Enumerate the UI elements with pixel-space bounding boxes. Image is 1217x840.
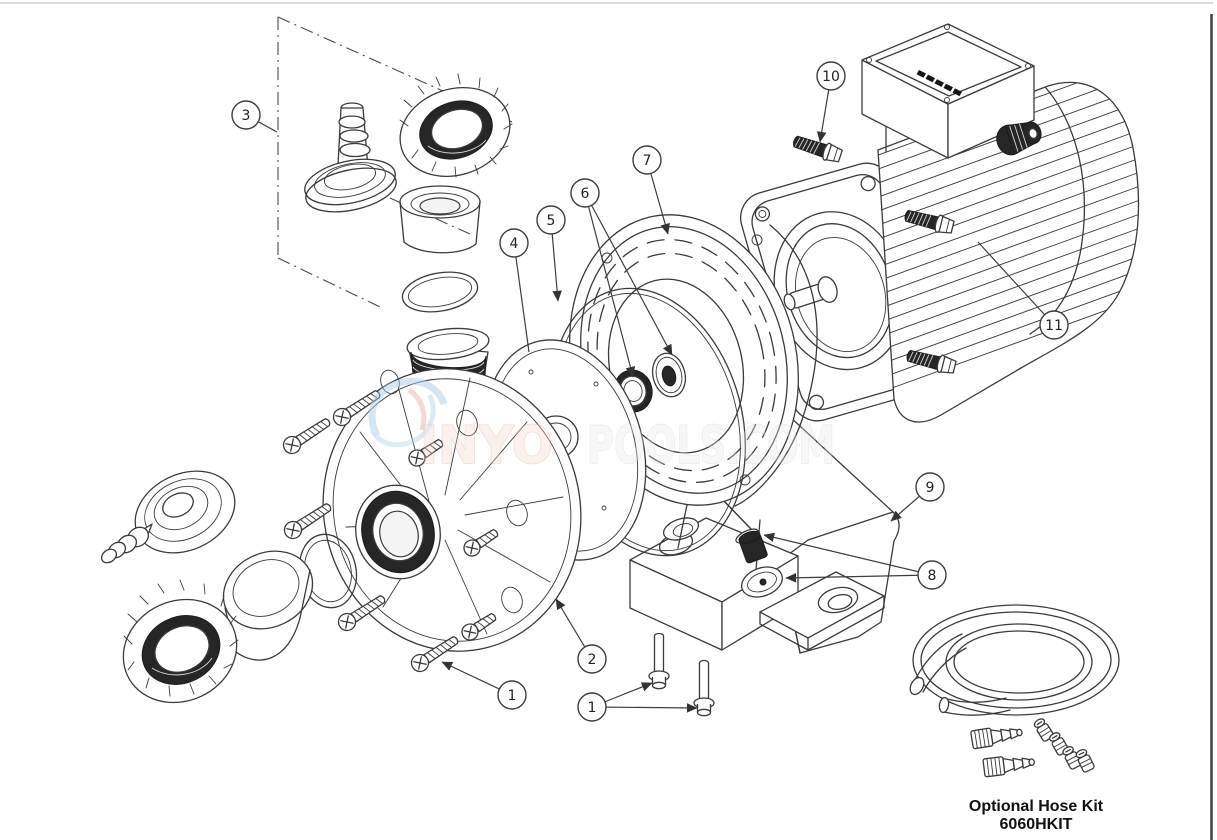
watermark-text-red: INYO: [420, 416, 553, 476]
optional-hose-kit: Optional Hose Kit 6060HKIT: [909, 604, 1120, 833]
watermark-text-gray: POOLS.COM: [587, 416, 835, 476]
hose-barb-fitting: [982, 752, 1036, 778]
callout-leader-8: [763, 532, 933, 576]
callout-9: 9: [915, 472, 945, 502]
motor-body: [877, 81, 1140, 423]
hose-barb-fitting: [969, 722, 1025, 750]
callout-leader-8: [785, 572, 933, 583]
svg-text:2: 2: [588, 652, 597, 668]
callout-6: 6: [570, 178, 600, 208]
callout-leader-1: [591, 703, 698, 713]
svg-text:11: 11: [1045, 318, 1063, 334]
flange-bolt: [790, 131, 844, 166]
svg-text:7: 7: [643, 153, 652, 169]
callout-10: 10: [816, 61, 846, 91]
svg-text:8: 8: [928, 568, 937, 584]
motor-shaft: [783, 276, 838, 311]
callout-7: 7: [632, 145, 662, 175]
callout-8: 8: [917, 560, 947, 590]
hose-adapter-kit: [277, 16, 513, 313]
housing-screw: [279, 413, 335, 458]
callout-11: 11: [1039, 310, 1069, 340]
svg-text:9: 9: [926, 480, 935, 496]
svg-text:5: 5: [547, 213, 556, 229]
callout-5: 5: [536, 205, 566, 235]
pump-housing: [322, 327, 582, 652]
terminal-marks: [916, 70, 962, 97]
conduit-fitting: [996, 121, 1042, 156]
motor-cooling-fins: [878, 82, 1139, 397]
hose-kit-title: Optional Hose Kit: [969, 798, 1104, 815]
motor-junction-box: [861, 23, 1035, 159]
watermark: INYO POOLS.COM: [368, 377, 836, 477]
callout-1: 1: [497, 680, 527, 710]
callout-3: 3: [231, 100, 261, 130]
svg-text:3: 3: [242, 108, 251, 124]
svg-text:4: 4: [510, 236, 519, 252]
svg-text:1: 1: [588, 700, 597, 716]
callout-leader-6: [584, 192, 673, 356]
callout-leader-4: [513, 242, 530, 353]
svg-text:1: 1: [508, 688, 517, 704]
callout-1: 1: [577, 692, 607, 722]
svg-text:10: 10: [822, 69, 840, 85]
drain-plug: [735, 528, 783, 598]
front-union-assembly: [100, 470, 358, 704]
svg-text:6: 6: [581, 186, 590, 202]
base-bolt: [648, 632, 670, 690]
callout-leader-11: [977, 241, 1055, 326]
hose-kit-part-number: 6060HKIT: [1000, 816, 1073, 833]
callout-leader-6: [584, 192, 636, 378]
watermark-swirl-logo: [368, 377, 448, 448]
callout-2: 2: [577, 644, 607, 674]
callout-4: 4: [499, 228, 529, 258]
